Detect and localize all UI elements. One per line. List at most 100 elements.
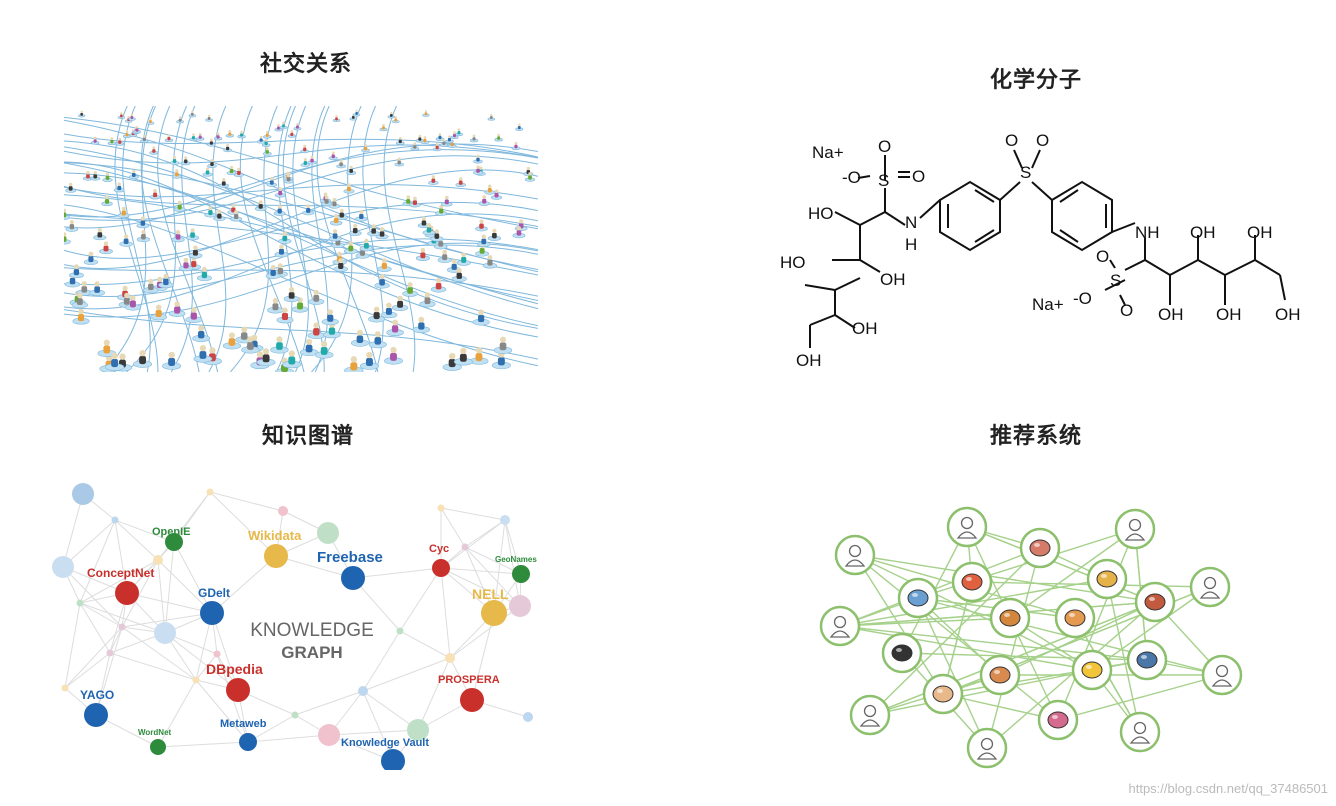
svg-text:OH: OH <box>1216 305 1242 324</box>
svg-text:-O: -O <box>1073 289 1092 308</box>
svg-text:GDelt: GDelt <box>198 586 230 600</box>
svg-text:O: O <box>878 137 891 156</box>
svg-text:OH: OH <box>852 319 878 338</box>
person-figure <box>291 297 309 313</box>
title-knowledge: 知识图谱 <box>262 424 355 449</box>
cake-icon <box>1134 581 1176 623</box>
recommendation-panel <box>810 500 1270 780</box>
kg-decor-node <box>291 711 299 719</box>
person-figure <box>136 229 150 243</box>
person-figure <box>361 144 371 153</box>
person-figure <box>336 159 346 169</box>
svg-text:OpenIE: OpenIE <box>152 526 191 538</box>
person-figure <box>368 331 387 349</box>
person-figure <box>267 298 284 314</box>
user-icon <box>834 534 876 576</box>
kg-node-conceptnet: ConceptNet <box>87 566 154 605</box>
social-links <box>63 105 539 373</box>
person-figure <box>419 292 436 308</box>
svg-text:YAGO: YAGO <box>80 688 114 702</box>
person-figure <box>113 182 125 193</box>
person-figure <box>417 216 431 229</box>
person-figure <box>218 177 230 188</box>
cupcake-icon <box>1037 699 1079 741</box>
kg-node-cyc: Cyc <box>429 543 450 577</box>
person-figure <box>477 234 491 247</box>
person-figure <box>487 228 501 241</box>
title-recommend: 推荐系统 <box>990 424 1083 449</box>
person-figure <box>300 158 311 167</box>
person-figure <box>274 244 289 258</box>
person-figure <box>119 234 133 247</box>
person-figure <box>176 116 184 124</box>
person-figure <box>314 341 334 359</box>
person-figure <box>367 224 381 237</box>
person-figure <box>223 143 233 153</box>
svg-text:PROSPERA: PROSPERA <box>438 674 500 686</box>
person-figure <box>261 138 271 147</box>
svg-text:OH: OH <box>1275 305 1301 324</box>
person-figure <box>348 223 362 236</box>
kg-decor-node <box>437 504 445 512</box>
user-icon <box>966 727 1008 769</box>
person-figure <box>171 169 182 179</box>
svg-text:OH: OH <box>1247 223 1273 242</box>
svg-text:NELL: NELL <box>472 586 509 602</box>
person-figure <box>65 182 77 193</box>
person-figure <box>254 200 267 212</box>
person-figure <box>162 351 182 370</box>
person-figure <box>225 129 234 138</box>
kg-decor-node <box>317 522 339 544</box>
svg-text:Wikidata: Wikidata <box>248 528 302 543</box>
svg-text:O: O <box>1036 131 1049 150</box>
kg-decor-node <box>72 483 94 505</box>
person-figure <box>455 177 467 188</box>
person-figure <box>524 172 536 182</box>
person-figure <box>270 336 289 354</box>
person-figure <box>453 347 473 366</box>
person-figure <box>274 124 283 132</box>
person-figure <box>93 227 107 241</box>
chemistry-molecule: Na+ -O S O O HO N H HO OH OH OH S O O NH… <box>770 120 1330 380</box>
person-figure <box>447 139 457 148</box>
user-icon <box>819 605 861 647</box>
person-figure <box>265 265 281 279</box>
person-figure <box>71 292 88 309</box>
kg-decor-node <box>206 488 214 496</box>
recommendation-graph <box>819 506 1243 769</box>
person-figure <box>279 121 288 130</box>
person-figure <box>90 171 101 181</box>
kg-decor-node <box>445 653 455 663</box>
kg-node-dbpedia: DBpedia <box>206 661 263 702</box>
person-figure <box>475 219 488 232</box>
person-figure <box>293 123 302 131</box>
kg-node-geonames: GeoNames <box>495 555 537 583</box>
person-figure <box>124 295 142 311</box>
svg-text:OH: OH <box>1190 223 1216 242</box>
person-figure <box>344 356 364 375</box>
svg-text:O: O <box>1096 247 1109 266</box>
person-figure <box>422 110 430 117</box>
person-figure <box>355 245 370 259</box>
person-figure <box>374 274 390 289</box>
person-figure <box>189 133 198 142</box>
person-figure <box>83 251 99 265</box>
person-figure <box>72 308 90 325</box>
person-figure <box>435 204 448 216</box>
svg-text:N: N <box>905 213 917 232</box>
person-figure <box>391 116 400 124</box>
person-figure <box>523 166 534 177</box>
person-figure <box>494 133 503 142</box>
person-figure <box>328 229 342 242</box>
person-figure <box>473 165 484 175</box>
person-figure <box>117 112 126 119</box>
person-figure <box>168 301 186 317</box>
person-figure <box>207 138 216 147</box>
person-figure <box>105 352 125 371</box>
svg-text:Metaweb: Metaweb <box>220 718 267 730</box>
user-icon <box>1201 654 1243 696</box>
svg-text:Cyc: Cyc <box>429 543 449 555</box>
kg-decor-node <box>52 556 74 578</box>
person-figure <box>402 282 418 297</box>
